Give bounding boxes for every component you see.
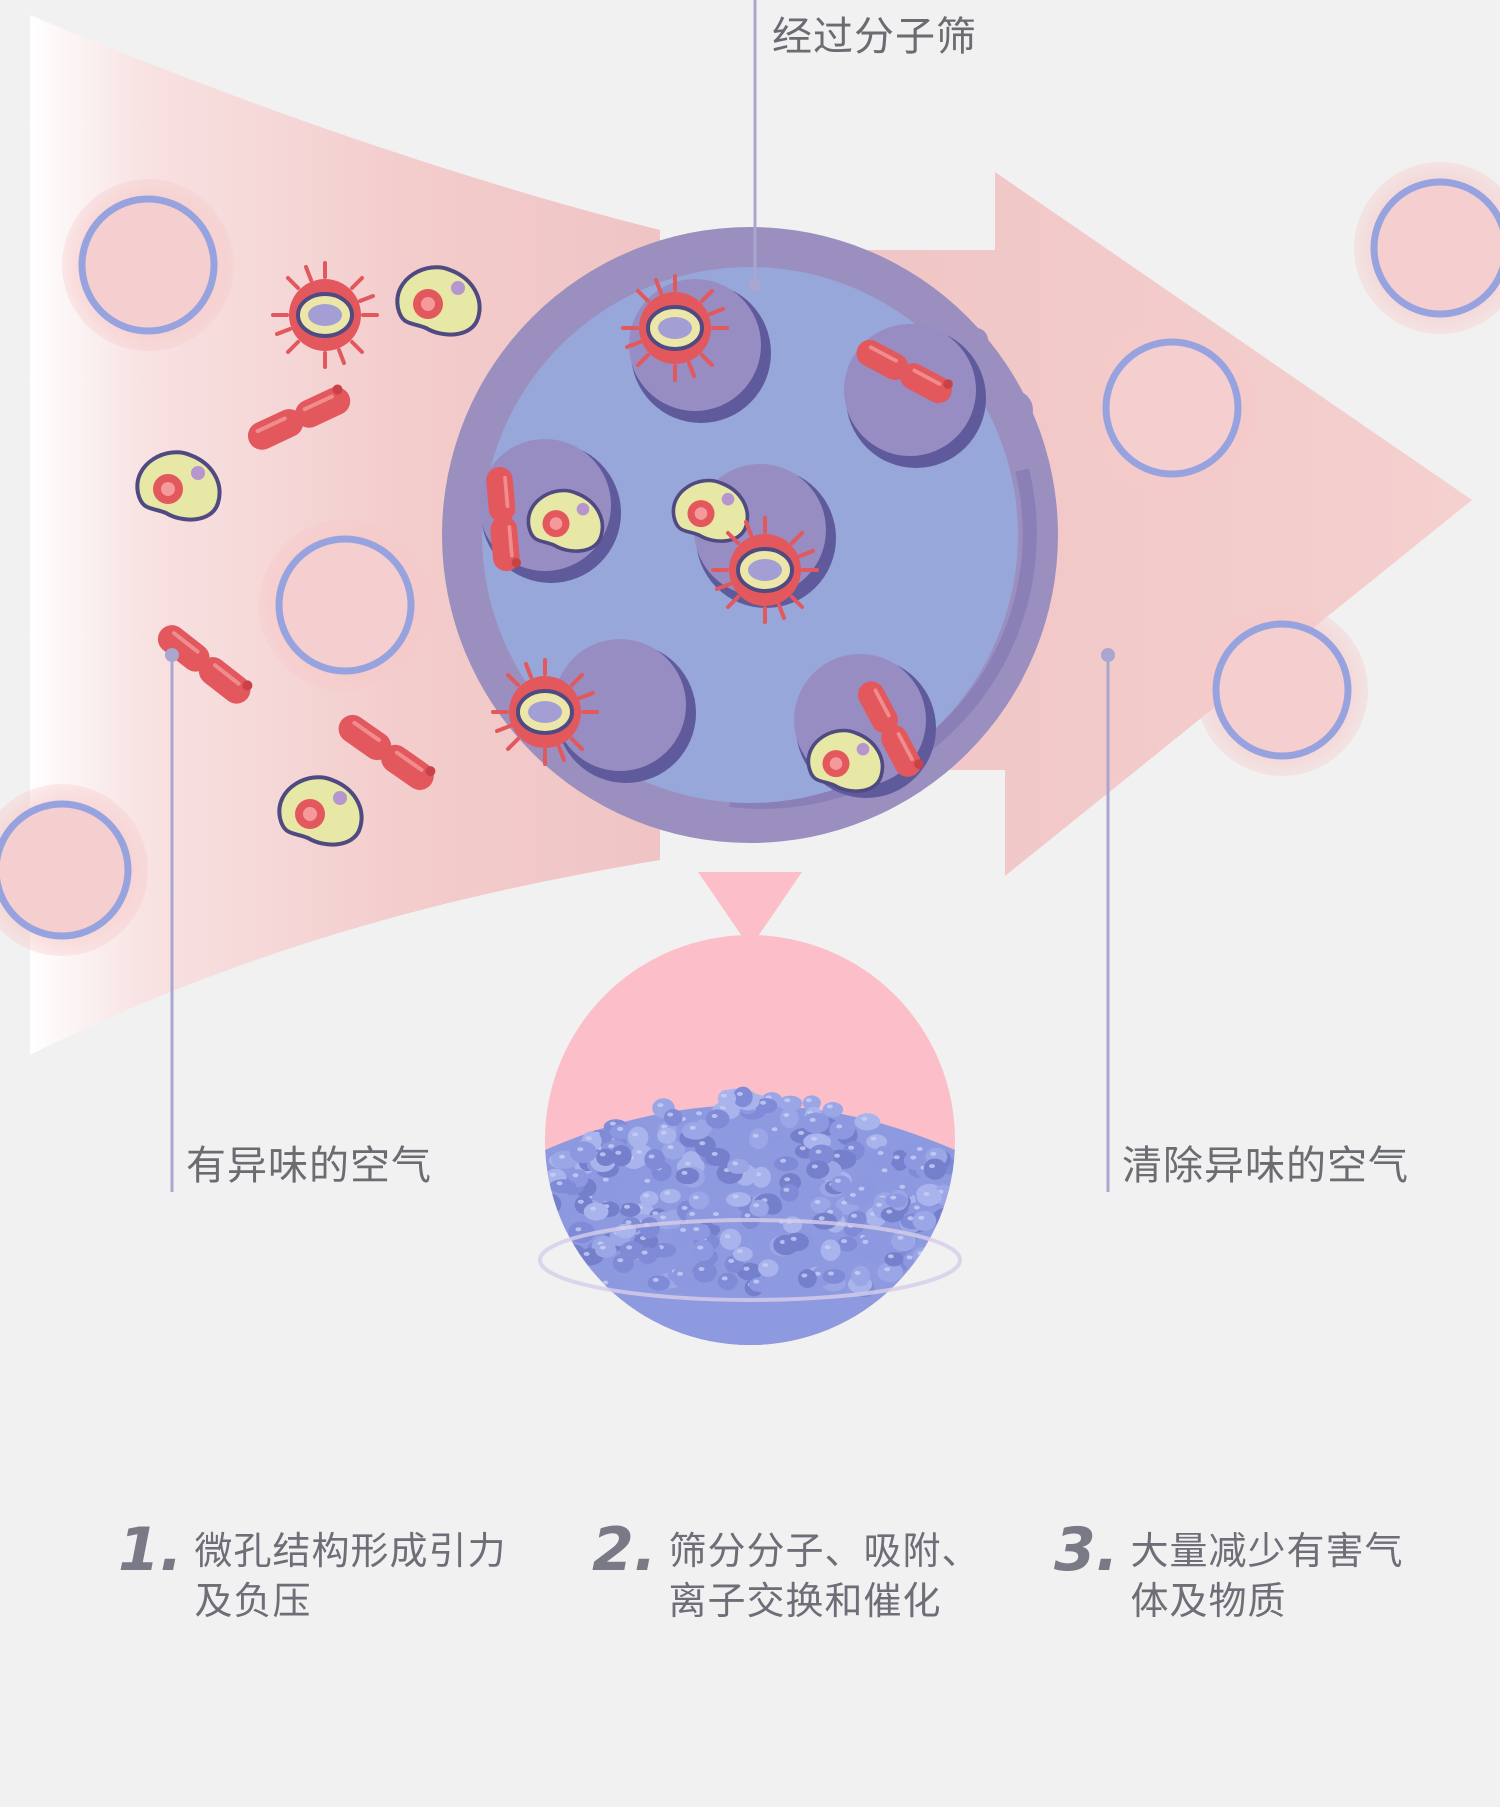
molecular-sieve-icon <box>442 227 1058 843</box>
label-odor-air: 有异味的空气 <box>186 1133 432 1191</box>
step-number: 1. <box>118 1520 183 1580</box>
label-clean-air: 清除异味的空气 <box>1122 1133 1409 1191</box>
label-sieve: 经过分子筛 <box>772 4 977 62</box>
step-description: 大量减少有害气体及物质 <box>1131 1526 1404 1626</box>
step-description: 筛分分子、吸附、离子交换和催化 <box>669 1526 981 1626</box>
virus-icon <box>273 263 377 367</box>
step-2: 2. 筛分分子、吸附、离子交换和催化 <box>592 1520 981 1626</box>
sieve-beads-image <box>520 935 980 1380</box>
step-number: 2. <box>592 1520 657 1580</box>
step-description: 微孔结构形成引力及负压 <box>195 1526 507 1626</box>
step-number: 3. <box>1054 1520 1119 1580</box>
step-1: 1. 微孔结构形成引力及负压 <box>118 1520 507 1626</box>
step-3: 3. 大量减少有害气体及物质 <box>1054 1520 1404 1626</box>
